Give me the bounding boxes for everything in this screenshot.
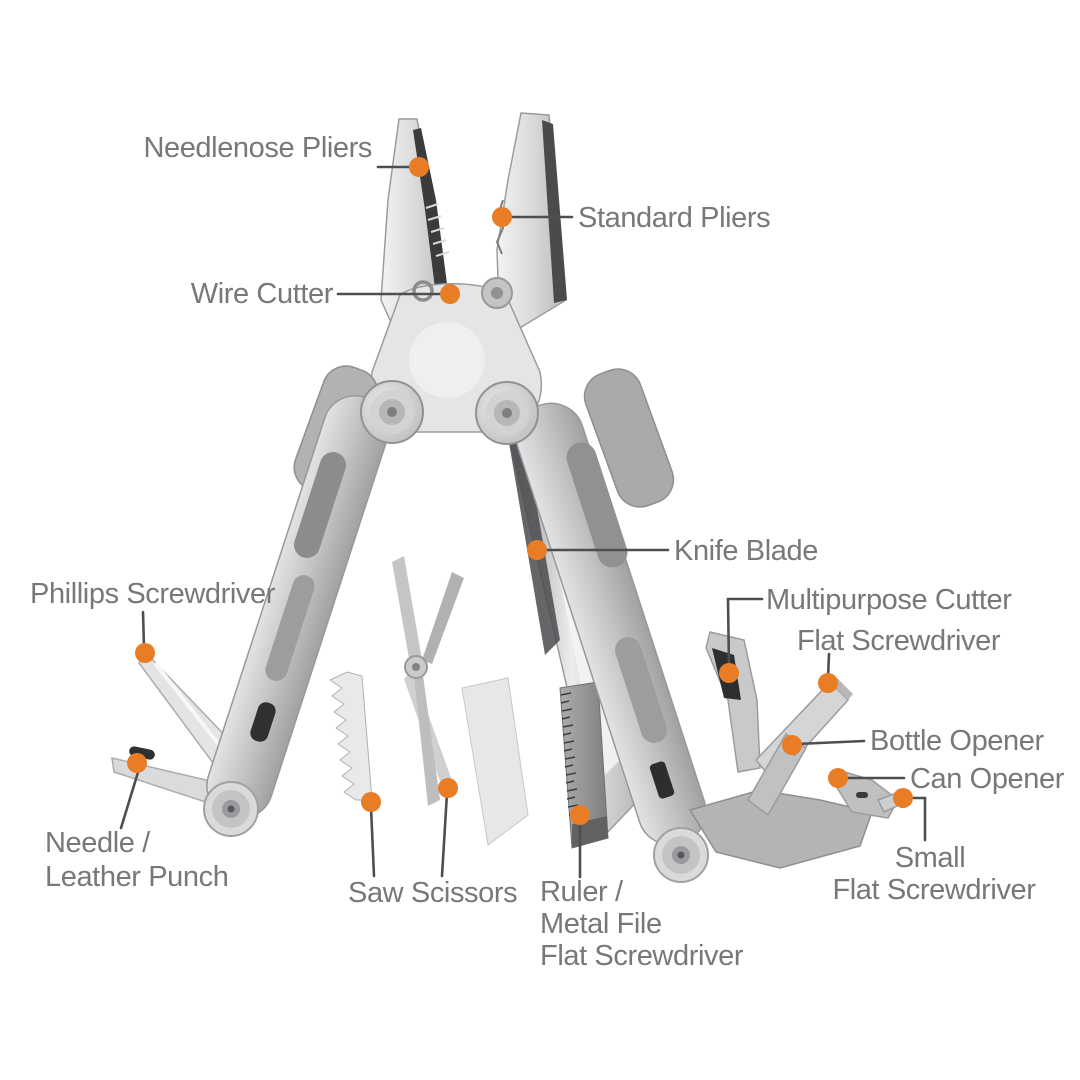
needlenose-jaw-serration <box>413 128 452 327</box>
label-small-flat-line2: Flat Screwdriver <box>832 874 1036 906</box>
callout-ruler-metal-file: Ruler / Metal File Flat Screwdriver <box>540 805 744 972</box>
label-saw-scissors: Saw Scissors <box>348 877 517 909</box>
label-ruler-line2: Metal File <box>540 908 662 940</box>
callout-can-opener: Can Opener <box>828 763 1065 795</box>
label-knife-blade: Knife Blade <box>674 535 818 567</box>
label-phillips-screwdriver: Phillips Screwdriver <box>30 578 276 610</box>
callout-needle-leather-punch: Needle / Leather Punch <box>45 753 229 893</box>
flat-ground-blade <box>461 677 529 846</box>
leader-line-bottle-opener <box>795 739 866 746</box>
marker-ruler <box>570 805 590 825</box>
pivot-plate-boss <box>409 322 485 398</box>
callout-flat-screwdriver: Flat Screwdriver <box>797 625 1001 693</box>
callout-wire-cutter: Wire Cutter <box>191 278 460 310</box>
scissors-blade-back <box>414 668 440 806</box>
marker-knife <box>527 540 547 560</box>
callout-standard-pliers: Standard Pliers <box>492 202 771 234</box>
fan-base-plate <box>688 789 873 869</box>
label-needlenose-pliers: Needlenose Pliers <box>143 132 372 164</box>
right-handle-slot-1 <box>566 442 628 568</box>
left-handle-slot-2 <box>265 575 315 681</box>
left-handle-end-screw <box>203 781 259 837</box>
label-needle-punch-line1: Needle / <box>45 827 151 859</box>
marker-flat-screwdriver <box>818 673 838 693</box>
leader-line-phillips <box>141 610 146 650</box>
leader-line-small-flat <box>906 796 927 842</box>
left-handle-slot-1 <box>294 452 346 558</box>
marker-standard <box>492 207 512 227</box>
marker-bottle-opener <box>782 735 802 755</box>
needlenose-jaw-ribs <box>425 203 450 257</box>
label-ruler-line3: Flat Screwdriver <box>540 940 744 972</box>
marker-needlenose <box>409 157 429 177</box>
head-screw-left <box>360 380 424 444</box>
left-handle-slot-3 <box>250 702 276 742</box>
right-upper-plate <box>583 368 675 508</box>
saw-shape <box>328 671 373 801</box>
leader-line-scissors <box>440 791 449 878</box>
callout-needlenose-pliers: Needlenose Pliers <box>143 132 429 177</box>
callout-knife-blade: Knife Blade <box>527 535 818 567</box>
linkage-screw-center <box>491 287 503 299</box>
leader-line-saw <box>369 805 376 878</box>
label-standard-pliers: Standard Pliers <box>578 202 770 234</box>
label-needle-punch-line2: Leather Punch <box>45 861 228 893</box>
head-screw-right <box>475 381 539 445</box>
right-handle-end-screw <box>653 827 709 883</box>
knife-spine-shadow <box>506 422 560 655</box>
label-small-flat-line1: Small <box>895 842 966 874</box>
callout-small-flat-screwdriver: Small Flat Screwdriver <box>832 788 1037 906</box>
marker-small-flat <box>893 788 913 808</box>
label-multipurpose-cutter: Multipurpose Cutter <box>766 584 1012 616</box>
scissors-arm-left <box>392 556 422 664</box>
right-handle-slot-2 <box>615 637 667 743</box>
marker-needle-punch <box>127 753 147 773</box>
standard-jaw-edge <box>542 120 567 303</box>
can-opener-slot <box>856 792 868 798</box>
marker-multipurpose <box>719 663 739 683</box>
scissors-arm-right <box>422 572 464 664</box>
leader-line-multipurpose <box>726 597 764 670</box>
scissors-pivot-center <box>412 663 420 671</box>
callout-phillips-screwdriver: Phillips Screwdriver <box>30 578 276 663</box>
label-flat-screwdriver: Flat Screwdriver <box>797 625 1001 657</box>
callout-multipurpose-cutter: Multipurpose Cutter <box>719 584 1013 683</box>
label-wire-cutter: Wire Cutter <box>191 278 334 310</box>
right-handle-slot-3 <box>649 761 675 799</box>
label-can-opener: Can Opener <box>910 763 1065 795</box>
label-ruler-line1: Ruler / <box>540 876 624 908</box>
marker-scissors <box>438 778 458 798</box>
label-bottle-opener: Bottle Opener <box>870 725 1044 757</box>
callout-bottle-opener: Bottle Opener <box>782 725 1045 757</box>
marker-saw <box>361 792 381 812</box>
marker-wire-cutter <box>440 284 460 304</box>
wire-cutter-hole <box>412 280 434 302</box>
marker-can-opener <box>828 768 848 788</box>
marker-phillips <box>135 643 155 663</box>
callout-saw-scissors: Saw Scissors <box>348 778 518 909</box>
leader-line-needle-punch <box>119 767 141 830</box>
